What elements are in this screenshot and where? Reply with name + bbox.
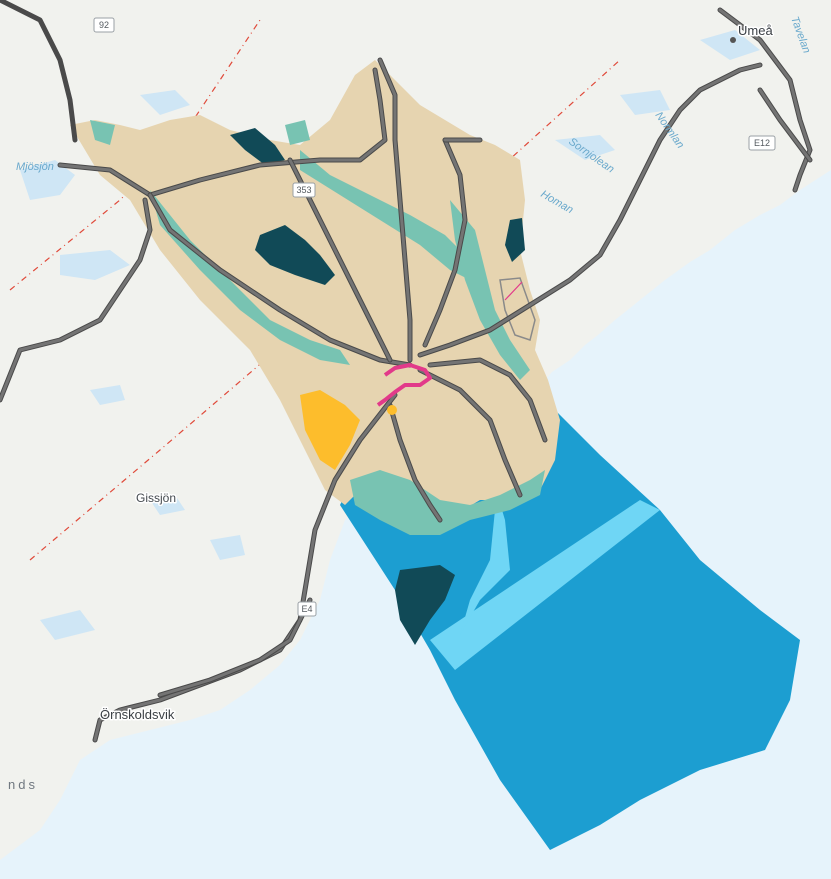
town-dot-umea bbox=[730, 37, 736, 43]
shipping-lane bbox=[430, 500, 660, 670]
place-label-ornskoldsvik: Örnskoldsvik bbox=[100, 707, 175, 722]
lake-label-gissjon: Gissjön bbox=[136, 491, 176, 505]
lakes bbox=[20, 30, 760, 640]
urban-marker bbox=[387, 405, 397, 415]
municipality-area bbox=[70, 60, 560, 530]
svg-text:E12: E12 bbox=[754, 138, 770, 148]
urban-area bbox=[376, 363, 432, 407]
striped-parcel bbox=[499, 277, 536, 341]
road-shield-353: 353 bbox=[292, 182, 316, 198]
road-shield-e12: E12 bbox=[748, 135, 776, 151]
railway-line bbox=[29, 59, 621, 561]
svg-text:92: 92 bbox=[99, 20, 109, 30]
yellow-zone bbox=[300, 390, 360, 470]
svg-text:353: 353 bbox=[296, 185, 311, 195]
road-shield-e4: E4 bbox=[297, 601, 317, 617]
road-shield-92: 92 bbox=[93, 17, 115, 33]
place-label-nds: nds bbox=[8, 777, 38, 792]
parcel-hatch bbox=[504, 281, 523, 301]
green-zones bbox=[90, 120, 545, 535]
place-label-umea: Umeå bbox=[738, 23, 773, 38]
svg-text:E4: E4 bbox=[301, 604, 312, 614]
dark-zones bbox=[230, 128, 525, 645]
road-network bbox=[0, 0, 813, 743]
lake-label-mjosjon: Mjösjön bbox=[16, 161, 54, 173]
